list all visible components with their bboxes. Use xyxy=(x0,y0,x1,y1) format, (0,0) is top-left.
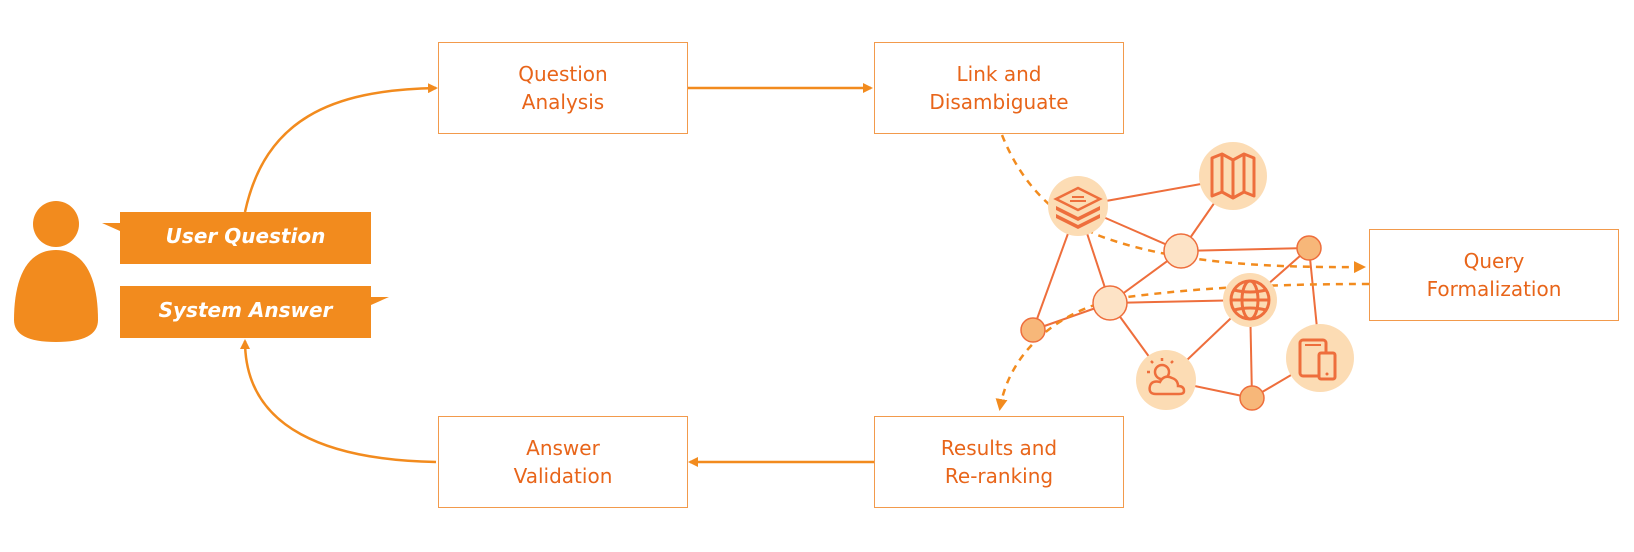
user-icon xyxy=(14,201,98,342)
question-analysis-line2: Analysis xyxy=(521,90,605,114)
query-formalization-line1: Query xyxy=(1463,249,1525,273)
weather-icon xyxy=(1136,350,1196,410)
link-disambiguate-line2: Disambiguate xyxy=(929,90,1069,114)
link-disambiguate-line1: Link and xyxy=(956,62,1042,86)
link-disambiguate-box: Link and Disambiguate xyxy=(874,42,1124,134)
results-reranking-line1: Results and xyxy=(940,436,1058,460)
layers-icon xyxy=(1048,176,1108,236)
dashed-link-to-formalization xyxy=(1000,134,1366,274)
results-reranking-line2: Re-ranking xyxy=(944,464,1054,488)
user-question-bubble xyxy=(102,212,371,264)
network-nodes xyxy=(1020,233,1322,411)
system-answer-label: System Answer xyxy=(158,298,333,322)
arrow-question-to-analysis xyxy=(243,83,438,213)
query-formalization-line2: Formalization xyxy=(1426,277,1562,301)
answer-validation-line1: Answer xyxy=(526,436,600,460)
question-analysis-line1: Question xyxy=(518,62,608,86)
user-question-label: User Question xyxy=(165,224,326,248)
globe-icon xyxy=(1223,273,1277,327)
query-formalization-box: Query Formalization xyxy=(1369,229,1619,321)
answer-validation-box: Answer Validation xyxy=(438,416,688,508)
devices-icon xyxy=(1286,324,1354,392)
results-reranking-box: Results and Re-ranking xyxy=(874,416,1124,508)
answer-validation-line2: Validation xyxy=(513,464,613,488)
system-answer-bubble xyxy=(120,286,389,338)
map-icon xyxy=(1199,142,1267,210)
question-analysis-box: Question Analysis xyxy=(438,42,688,134)
arrow-validation-to-answer xyxy=(240,339,437,464)
